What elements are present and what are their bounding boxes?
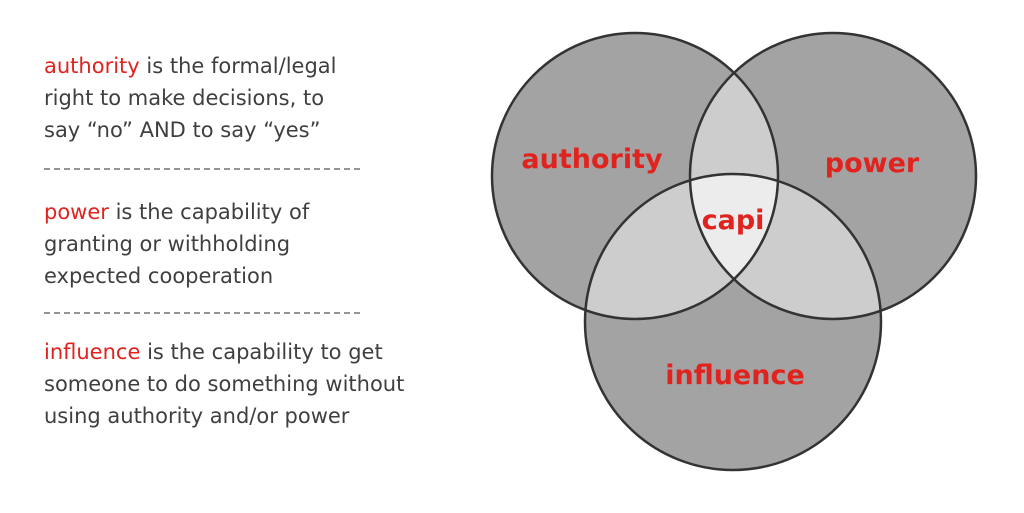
definition-influence: influence is the capability to get someo… bbox=[44, 336, 514, 432]
definition-influence-line-2: someone to do something without bbox=[44, 372, 405, 396]
venn-diagram: authority power influence capi bbox=[490, 31, 978, 472]
definition-power-line-1: is the capability of bbox=[108, 200, 310, 224]
dashed-arc-influence-in-power bbox=[690, 173, 882, 319]
dashed-arc-authority-in-power bbox=[690, 33, 779, 319]
term-influence: influence bbox=[44, 340, 141, 364]
venn-label-power: power bbox=[825, 148, 920, 179]
definition-authority-line-3: say “no” AND to say “yes” bbox=[44, 118, 321, 142]
definition-influence-line-3: using authority and/or power bbox=[44, 404, 350, 428]
definition-power-line-3: expected cooperation bbox=[44, 264, 274, 288]
venn-dashed-arcs bbox=[584, 33, 882, 320]
dashed-divider bbox=[44, 168, 360, 170]
overlap-authority-influence bbox=[585, 174, 778, 319]
term-authority: authority bbox=[44, 54, 140, 78]
definition-power-line-2: granting or withholding bbox=[44, 232, 291, 256]
overlap-power-influence bbox=[690, 174, 881, 319]
venn-label-influence: influence bbox=[665, 360, 805, 391]
definition-power: power is the capability of granting or w… bbox=[44, 196, 514, 292]
definition-influence-line-1: is the capability to get bbox=[140, 340, 383, 364]
dashed-divider bbox=[44, 312, 360, 314]
term-power: power bbox=[44, 200, 109, 224]
venn-label-center: capi bbox=[702, 205, 765, 236]
dashed-arc-power-in-influence bbox=[689, 174, 881, 320]
venn-label-authority: authority bbox=[521, 144, 663, 175]
definition-authority-line-1: is the formal/legal bbox=[139, 54, 337, 78]
definition-authority: authority is the formal/legal right to m… bbox=[44, 50, 514, 146]
definitions-panel: authority is the formal/legal right to m… bbox=[44, 50, 514, 432]
definition-authority-line-2: right to make decisions, to bbox=[44, 86, 325, 110]
